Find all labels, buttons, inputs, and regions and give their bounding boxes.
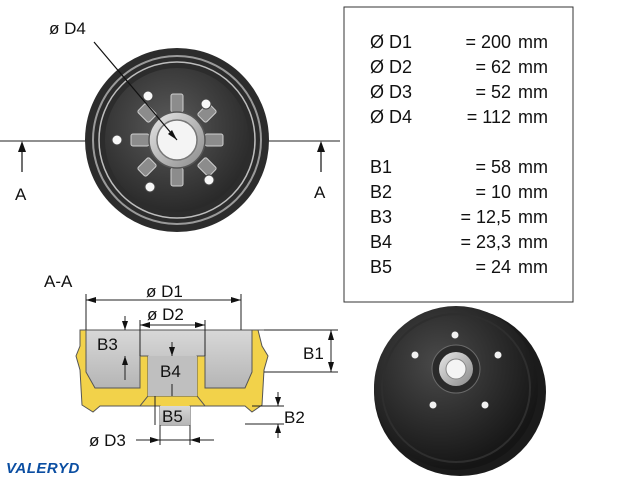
spec-name: B4 (370, 232, 392, 252)
spec-value: = 58 (475, 157, 511, 177)
arrow-up-icon (275, 424, 281, 433)
arrow-left-icon (140, 322, 150, 328)
bolt-hole (144, 181, 156, 193)
arrow-left-icon (86, 297, 96, 303)
spec-value: = 12,5 (460, 207, 511, 227)
spec-unit: mm (518, 207, 548, 227)
valeryd-logo: VALERYD (6, 460, 80, 477)
spec-name: B2 (370, 182, 392, 202)
bolt-holes (111, 90, 215, 193)
section-label-right: A (314, 183, 326, 202)
bolt-hole (200, 98, 212, 110)
section-view: A-A ø D1 ø D2 ø D3 (44, 272, 338, 450)
arrow-down-icon (328, 362, 334, 372)
spec-unit: mm (518, 257, 548, 277)
spec-value: = 200 (465, 32, 511, 52)
spec-name: B5 (370, 257, 392, 277)
bolt-hole (481, 401, 489, 409)
b5-label: B5 (162, 407, 183, 426)
bolt-hole (142, 90, 154, 102)
hub-bore-section (160, 406, 190, 425)
spec-unit: mm (518, 107, 548, 127)
bolt-hole (411, 351, 419, 359)
b2-label: B2 (284, 408, 305, 427)
bolt-hole (111, 134, 123, 146)
spec-unit: mm (518, 182, 548, 202)
spec-name: Ø D4 (370, 107, 412, 127)
photo-drum-ring (381, 313, 531, 463)
bolt-hole (429, 401, 437, 409)
spec-value: = 62 (475, 57, 511, 77)
arrow-up-icon (18, 141, 26, 152)
spec-value: = 23,3 (460, 232, 511, 252)
drum-rim-ring (92, 55, 262, 225)
spec-box-frame (343, 6, 574, 303)
drum-photo (374, 306, 546, 476)
section-title: A-A (44, 272, 73, 291)
arrow-up-icon (122, 356, 128, 365)
d4-label: ø D4 (49, 19, 86, 38)
bolt-hole (494, 351, 502, 359)
arrow-down-icon (275, 397, 281, 406)
photo-hub-bore (445, 358, 467, 380)
b4-label: B4 (160, 362, 181, 381)
spec-unit: mm (518, 157, 548, 177)
arrow-left-icon (190, 437, 200, 443)
top-view: ø D4 A A (0, 19, 340, 232)
spec-unit: mm (518, 32, 548, 52)
spec-name: Ø D2 (370, 57, 412, 77)
spec-unit: mm (518, 82, 548, 102)
photo-bolt-holes (411, 331, 502, 409)
section-label-left: A (15, 185, 27, 204)
spec-unit: mm (518, 57, 548, 77)
drum-rim-ring-inner (98, 61, 256, 219)
spec-name: B3 (370, 207, 392, 227)
spec-box: Ø D1 = 200 mm Ø D2 = 62 mm Ø D3 = 52 mm Ø D4 = 112… (343, 6, 574, 303)
arrow-right-icon (195, 322, 205, 328)
spec-name: B1 (370, 157, 392, 177)
arrow-down-icon (169, 347, 175, 356)
arrow-up-icon (328, 330, 334, 340)
bolt-hole (451, 331, 459, 339)
spec-value: = 52 (475, 82, 511, 102)
d1-label: ø D1 (146, 282, 183, 301)
drum-cavity (86, 330, 252, 388)
d4-arrow-icon (168, 130, 177, 140)
d3-label: ø D3 (89, 431, 126, 450)
arrow-right-icon (150, 437, 160, 443)
spec-name: Ø D1 (370, 32, 412, 52)
d2-label: ø D2 (147, 305, 184, 324)
arrow-up-icon (317, 141, 325, 152)
spec-value: = 24 (475, 257, 511, 277)
spec-value: = 112 (467, 107, 511, 127)
d4-leader-line (93, 41, 178, 141)
arrow-down-icon (122, 321, 128, 330)
arrow-right-icon (231, 297, 241, 303)
spec-unit: mm (518, 232, 548, 252)
b3-label: B3 (97, 335, 118, 354)
spec-name: Ø D3 (370, 82, 412, 102)
bolt-hole (203, 174, 215, 186)
spec-value: = 10 (475, 182, 511, 202)
b1-label: B1 (303, 344, 324, 363)
